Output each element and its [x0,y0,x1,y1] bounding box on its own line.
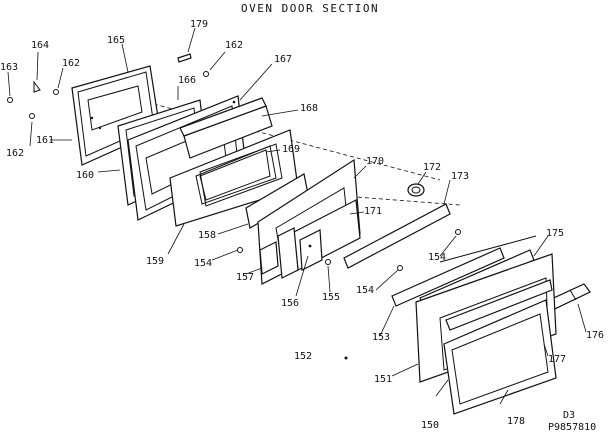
part-162-screw-a [53,89,59,95]
label-175: 175 [546,228,564,239]
label-168: 168 [300,103,318,114]
part-163-screw [7,97,13,103]
label-158: 158 [198,230,216,241]
part-173-vent-strip [343,203,451,269]
drawing-number: P9857810 [548,422,596,433]
part-155-screw [325,259,331,265]
label-160: 160 [76,170,94,181]
part-164-clip [33,80,41,93]
part-178-frame [443,299,557,415]
label-152: 152 [294,351,312,362]
label-166: 166 [178,75,196,86]
label-170: 170 [366,156,384,167]
part-152-marker [344,356,348,360]
part-154-screw-a [237,247,243,253]
label-178: 178 [507,416,525,427]
label-154-left: 154 [194,258,212,269]
label-165: 165 [107,35,125,46]
label-162-top: 162 [62,58,80,69]
label-162-left: 162 [6,148,24,159]
part-177-window-trim [445,279,553,331]
part-172-latch-knob [407,183,425,197]
explode-axis-line [119,94,441,181]
part-179-pin [177,53,192,63]
part-labels: 163 164 162 165 179 162 166 167 161 162 … [0,19,604,431]
label-176: 176 [586,330,604,341]
part-169-window-frame [199,143,283,207]
label-163: 163 [0,62,18,73]
part-156-hinge-plate [299,229,323,271]
part-157-bracket [259,241,279,275]
part-154-screw-b [455,229,461,235]
label-154-center: 154 [356,285,374,296]
label-156: 156 [281,298,299,309]
label-162-right: 162 [225,40,243,51]
label-177: 177 [548,354,566,365]
label-151: 151 [374,374,392,385]
sheet-code: D3 [563,410,575,421]
part-162-screw-c [29,113,35,119]
label-169: 169 [282,144,300,155]
label-153: 153 [372,332,390,343]
label-167: 167 [274,54,292,65]
label-179: 179 [190,19,208,30]
leader-lines [7,27,587,405]
label-155: 155 [322,292,340,303]
label-172: 172 [423,162,441,173]
label-173: 173 [451,171,469,182]
label-150: 150 [421,420,439,431]
part-154-screw-c [397,265,403,271]
label-161: 161 [36,135,54,146]
label-154-right: 154 [428,252,446,263]
part-162-screw-b [203,71,209,77]
diagram-title: OVEN DOOR SECTION [241,2,379,15]
part-168-glass [179,97,273,159]
label-159: 159 [146,256,164,267]
label-164: 164 [31,40,49,51]
part-153-door-outer [391,247,505,307]
label-157: 157 [236,272,254,283]
label-171: 171 [364,206,382,217]
